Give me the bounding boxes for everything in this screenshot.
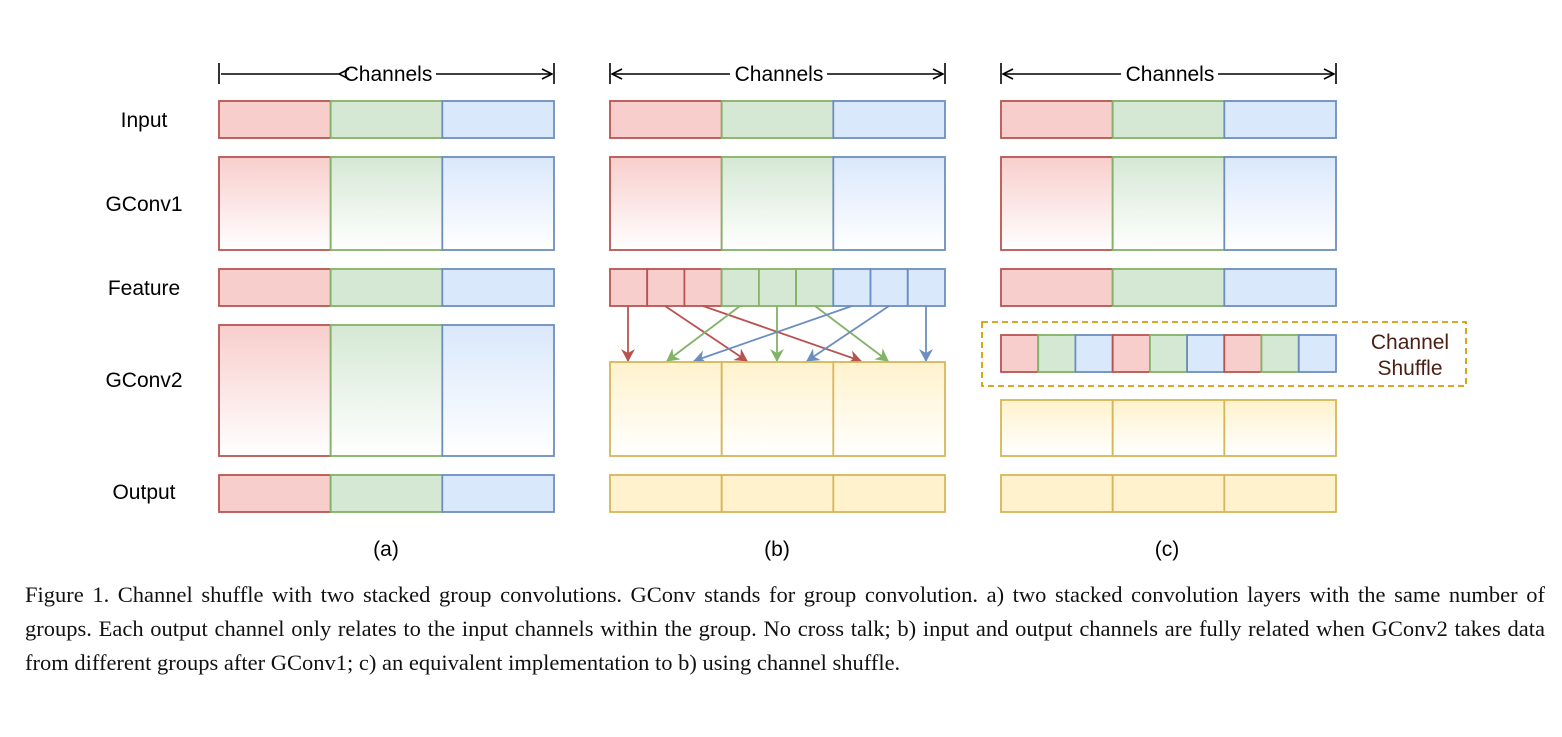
arrow-green-1: [666, 305, 741, 362]
gconv2-block: [218, 324, 555, 457]
row-label-input: Input: [121, 109, 168, 132]
arrow-red-2: [664, 305, 748, 362]
row-label-gconv1: GConv1: [105, 193, 182, 216]
input-row: [218, 100, 555, 139]
channels-arrow: Channels: [218, 63, 555, 86]
channel-shuffle-box: Channel Shuffle: [981, 321, 1467, 387]
input-row: [1000, 100, 1337, 139]
shuffled-feature-row: [1000, 334, 1337, 373]
gconv2-block: [609, 361, 946, 457]
arrow-blue-1: [693, 305, 853, 364]
row-label-gconv2: GConv2: [105, 369, 182, 392]
gconv1-block: [1000, 156, 1337, 251]
arrow-blue-2: [806, 305, 890, 362]
channels-arrow: Channels: [609, 63, 946, 86]
channels-label: Channels: [735, 63, 824, 86]
gconv1-block: [218, 156, 555, 251]
feature-row-split: [609, 268, 946, 307]
panel-label-a: (a): [373, 538, 399, 561]
panel-label-b: (b): [764, 538, 790, 561]
panel-a: Channels (a): [218, 63, 555, 561]
panel-b: Channels: [609, 63, 946, 561]
shuffle-label-line1: Channel: [1371, 331, 1449, 354]
row-label-output: Output: [112, 481, 175, 504]
output-row: [1000, 474, 1337, 513]
feature-row: [218, 268, 555, 307]
gconv2-block: [1000, 399, 1337, 457]
output-row: [609, 474, 946, 513]
shuffle-label-line2: Shuffle: [1378, 357, 1443, 380]
output-row: [218, 474, 555, 513]
panel-label-c: (c): [1155, 538, 1180, 561]
panel-c: Channels: [981, 63, 1467, 561]
input-row: [609, 100, 946, 139]
arrow-red-3: [702, 305, 862, 364]
row-label-feature: Feature: [108, 277, 180, 300]
channels-arrow: Channels: [1000, 63, 1337, 86]
figure-caption: Figure 1. Channel shuffle with two stack…: [25, 582, 1545, 675]
channels-label: Channels: [1126, 63, 1215, 86]
channels-label: Channels: [344, 63, 433, 86]
cross-group-arrows: [621, 305, 933, 364]
gconv1-block: [609, 156, 946, 251]
feature-row: [1000, 268, 1337, 307]
